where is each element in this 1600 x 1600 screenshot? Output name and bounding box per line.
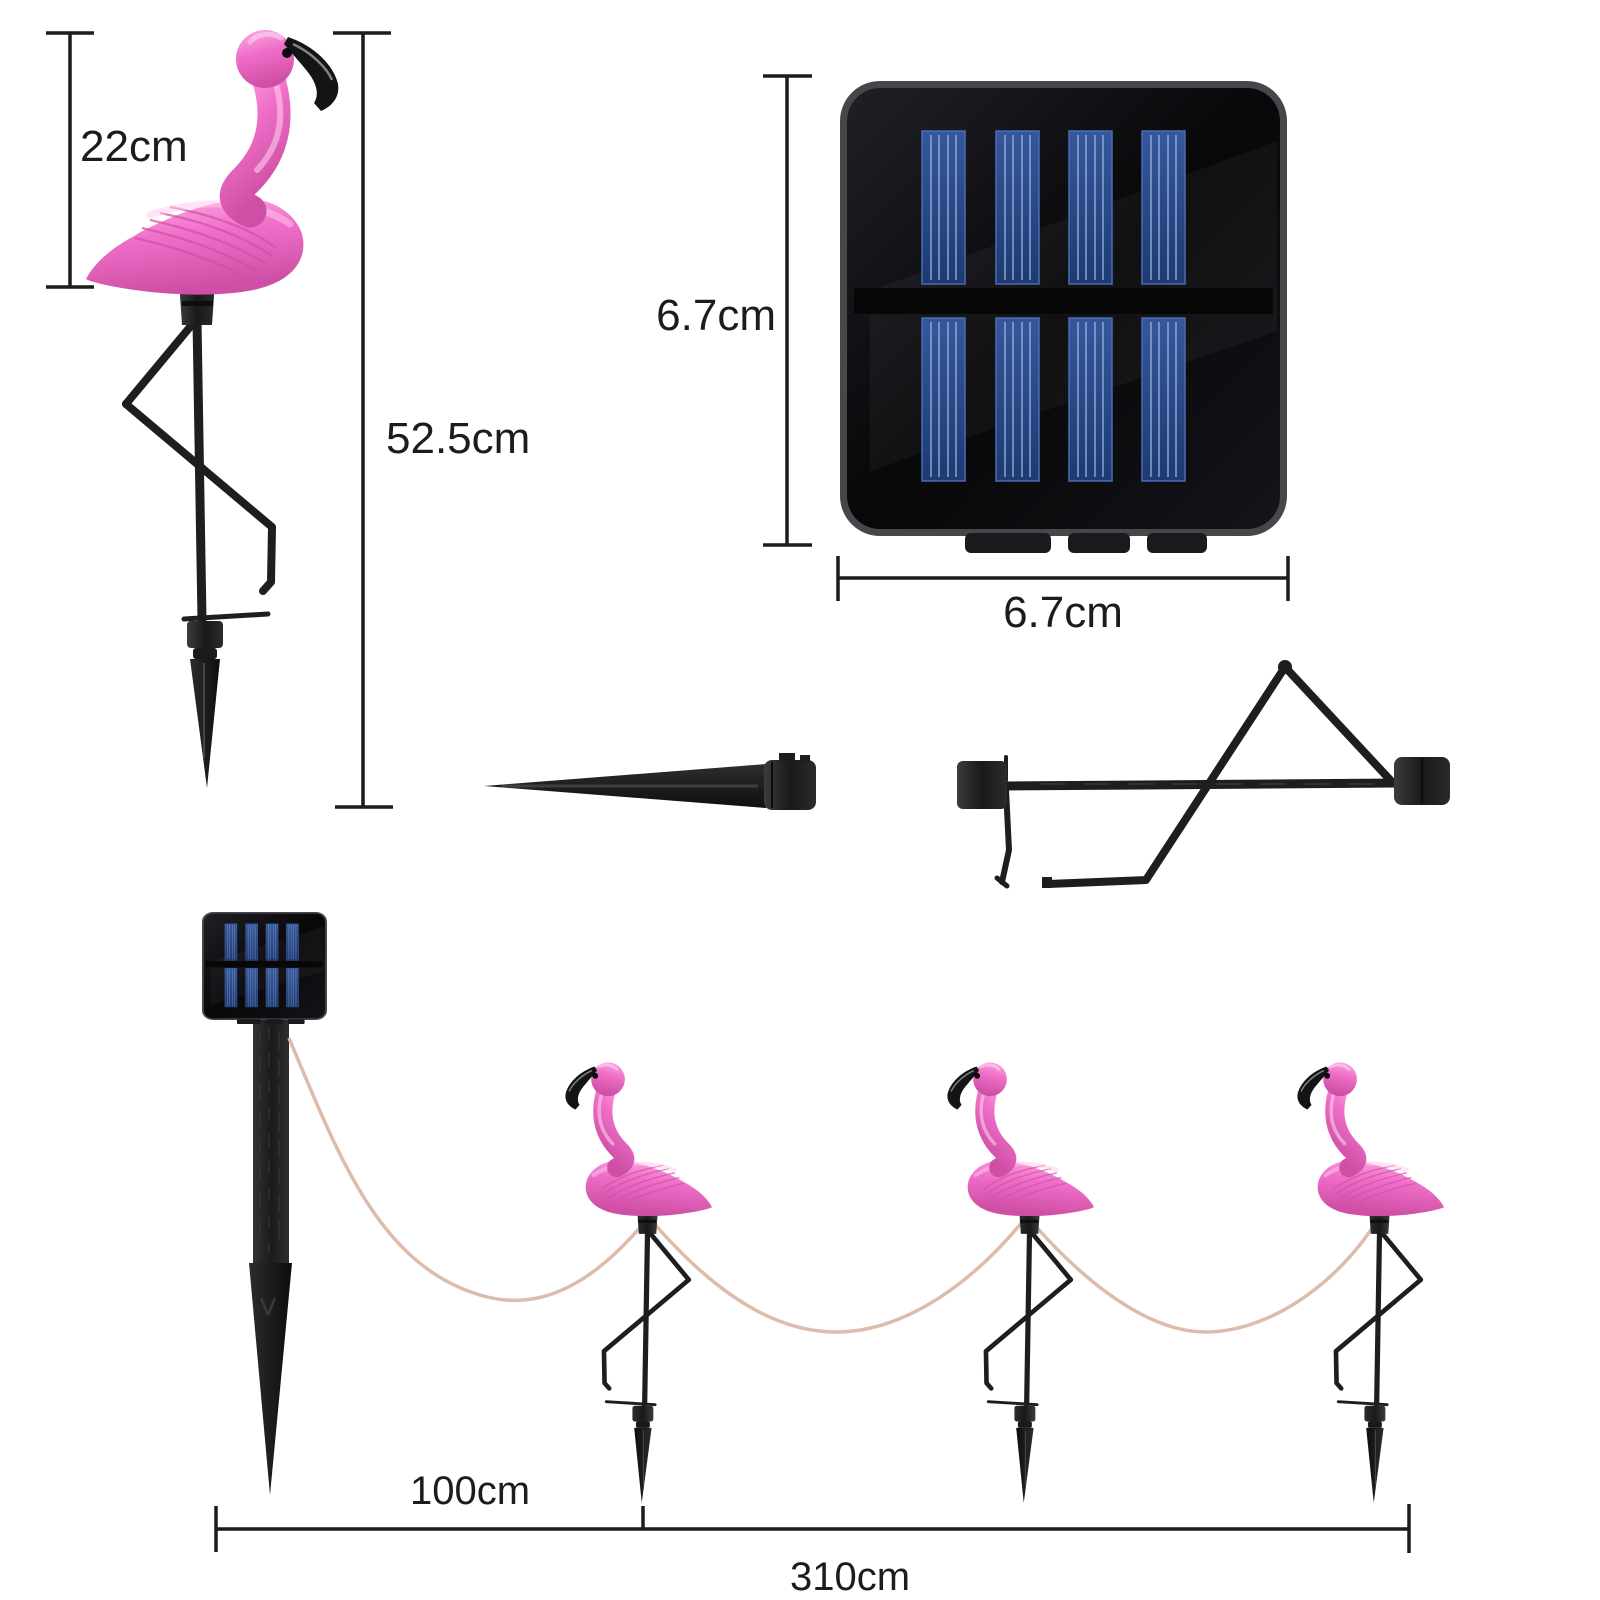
dimension-panel-width: 6.7cm [836,556,1290,637]
flamingo-light-3 [1297,1062,1444,1502]
dimension-flamingo-body-height: 22cm [46,31,188,289]
dimension-total-height: 52.5cm [333,31,530,809]
ground-spike-part [484,753,816,810]
total-cable-length-label: 310cm [790,1555,910,1599]
flamingo-light-1 [565,1062,712,1502]
flamingo-body-height-label: 22cm [80,122,188,171]
dimension-panel-height: 6.7cm [656,74,812,547]
flamingo-leg-stake-part [957,660,1450,889]
panel-to-first-flamingo-label: 100cm [410,1469,530,1513]
total-height-label: 52.5cm [386,414,530,463]
panel-height-label: 6.7cm [656,291,776,340]
solar-panel-large [840,81,1287,553]
flamingo-light-2 [947,1062,1094,1502]
dimension-cable-lengths: 100cm 310cm [214,1469,1411,1599]
solar-panel-stake [202,912,327,1495]
panel-width-label: 6.7cm [1003,588,1123,637]
connection-cable [287,1037,1379,1334]
solar-panel-small [202,912,327,1024]
